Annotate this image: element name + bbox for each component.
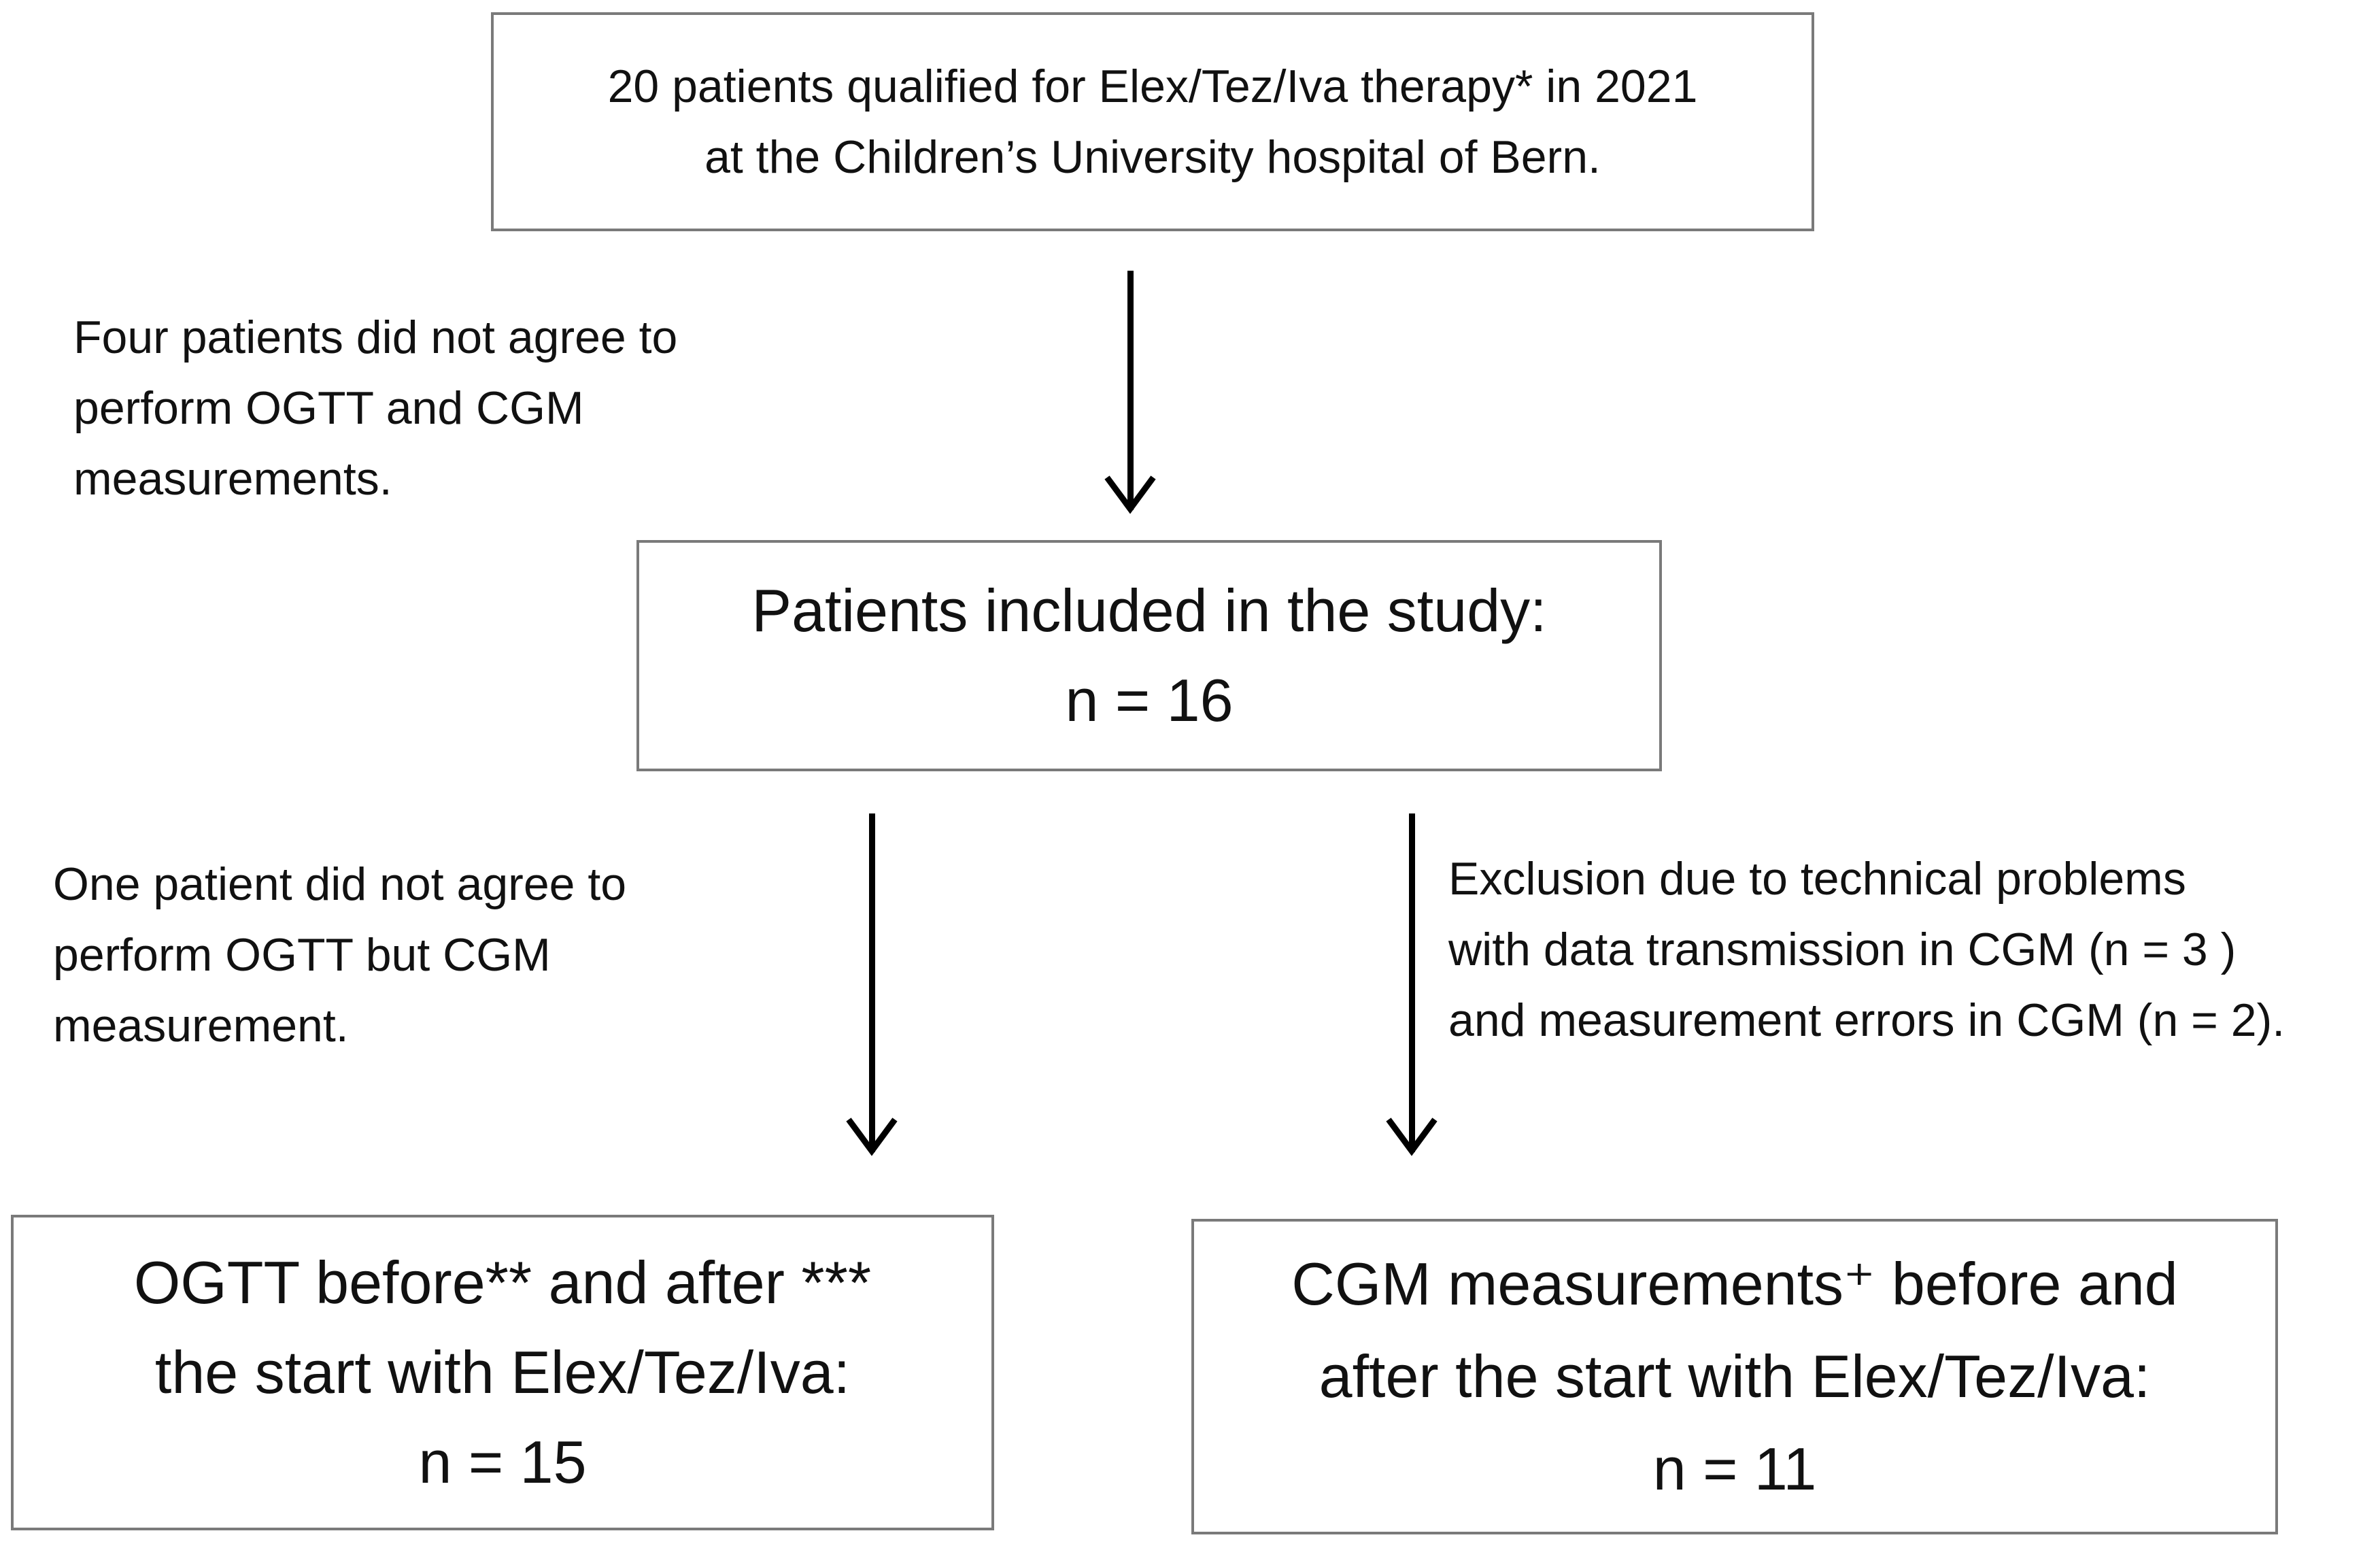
box-included-patients: Patients included in the study: n = 16 bbox=[636, 540, 1662, 771]
note-3-line-3: and measurement errors in CGM (n = 2). bbox=[1448, 994, 2285, 1046]
arrow-head-icon bbox=[846, 1118, 898, 1156]
note-1-line-2: perform OGTT and CGM bbox=[73, 382, 584, 434]
note-four-patients-declined: Four patients did not agree to perform O… bbox=[73, 302, 677, 514]
note-3-line-1: Exclusion due to technical problems bbox=[1448, 853, 2186, 905]
box-cgm-line-1: CGM measurements⁺ before and bbox=[1291, 1250, 2178, 1317]
box-cgm-result: CGM measurements⁺ before and after the s… bbox=[1191, 1219, 2278, 1534]
arrow-down-to-cgm bbox=[1386, 813, 1438, 1156]
arrow-head-icon bbox=[1104, 475, 1156, 514]
note-2-line-2: perform OGTT but CGM bbox=[53, 929, 551, 981]
note-3-line-2: with data transmission in CGM (n = 3 ) bbox=[1448, 924, 2237, 975]
box-qualified-patients: 20 patients qualified for Elex/Tez/Iva t… bbox=[491, 12, 1814, 231]
box-included-line-1: Patients included in the study: bbox=[751, 577, 1547, 644]
note-1-line-1: Four patients did not agree to bbox=[73, 312, 678, 363]
box-included-line-2: n = 16 bbox=[1065, 667, 1234, 734]
box-ogtt-line-3: n = 15 bbox=[418, 1428, 587, 1496]
box-qualified-line-1: 20 patients qualified for Elex/Tez/Iva t… bbox=[607, 61, 1698, 112]
arrow-shaft bbox=[1409, 813, 1415, 1152]
note-technical-exclusion: Exclusion due to technical problems with… bbox=[1448, 843, 2285, 1056]
note-2-line-1: One patient did not agree to bbox=[53, 858, 627, 910]
arrow-down-to-ogtt bbox=[846, 813, 898, 1156]
note-2-line-3: measurement. bbox=[53, 1000, 349, 1052]
box-cgm-line-3: n = 11 bbox=[1652, 1435, 1817, 1502]
arrow-down-to-included bbox=[1104, 271, 1156, 514]
arrow-shaft bbox=[1127, 271, 1134, 510]
box-ogtt-result: OGTT before** and after *** the start wi… bbox=[11, 1215, 994, 1530]
note-1-line-3: measurements. bbox=[73, 453, 392, 505]
box-ogtt-line-2: the start with Elex/Tez/Iva: bbox=[154, 1339, 851, 1406]
arrow-head-icon bbox=[1386, 1118, 1438, 1156]
note-one-patient-declined-ogtt: One patient did not agree to perform OGT… bbox=[53, 849, 626, 1061]
box-qualified-line-2: at the Children’s University hospital of… bbox=[704, 131, 1601, 183]
box-ogtt-line-1: OGTT before** and after *** bbox=[133, 1249, 872, 1316]
box-cgm-line-2: after the start with Elex/Tez/Iva: bbox=[1319, 1343, 2151, 1410]
arrow-shaft bbox=[869, 813, 875, 1152]
